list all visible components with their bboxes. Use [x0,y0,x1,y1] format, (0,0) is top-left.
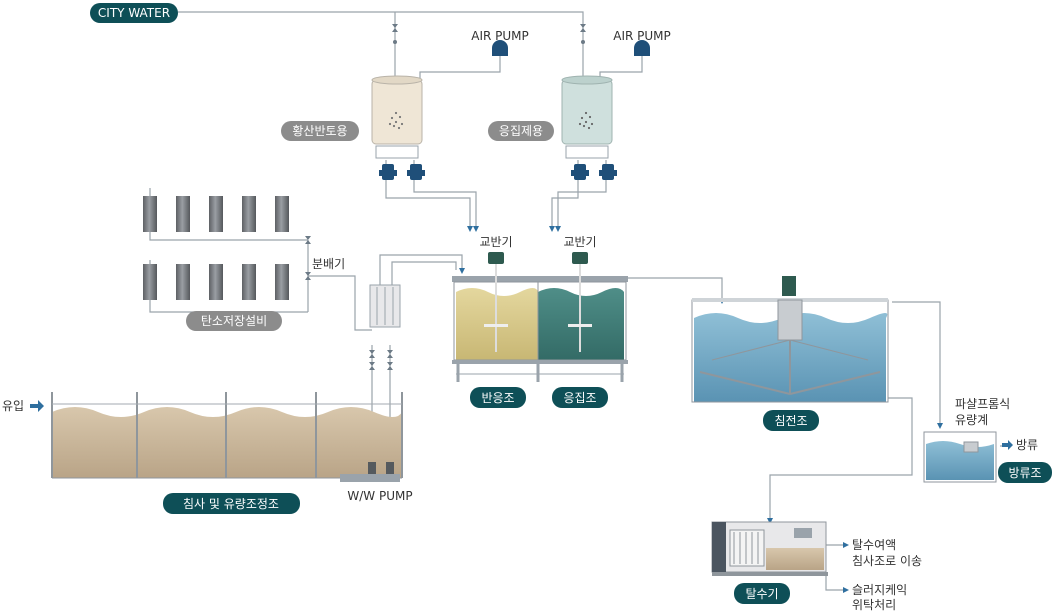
settling-tank [691,276,889,403]
dosing-pumps [379,164,617,180]
inflow-arrow [30,400,44,412]
reaction-tank-text: 반응조 [481,391,514,405]
parshall-label-2: 유량계 [955,413,988,427]
sed-equalization-text: 침사 및 유량조정조 [183,497,279,511]
alum-badge: 황산반토용 [281,121,359,141]
coagulant-badge: 응집제용 [488,121,554,141]
dehydrator-text: 탈수기 [745,587,778,601]
air-pump-1 [492,40,508,56]
carbon-storage-badge: 탄소저장설비 [186,311,282,331]
sludge-label-2: 위탁처리 [852,598,896,612]
air-pump-label-2: AIR PUMP [613,29,671,43]
settling-tank-text: 침전조 [774,414,807,428]
discharge-tank [923,431,997,483]
filtrate-label-1: 탈수여액 [852,538,896,552]
dehydrator-badge: 탈수기 [734,583,790,604]
filtrate-label-2: 침사조로 이송 [852,554,922,568]
reaction-tank-badge: 반응조 [470,387,526,408]
sludge-label-1: 슬러지케익 [852,583,907,597]
air-pump-2 [634,40,650,56]
discharge-label: 방류 [1016,438,1038,452]
inflow-label: 유입 [2,399,24,413]
chemical-tank-alum [371,75,423,159]
dehydrator-machine [711,521,828,576]
carbon-storage-cylinders [143,196,289,300]
carbon-storage-text: 탄소저장설비 [201,314,267,328]
ww-pump-label: W/W PUMP [347,489,412,503]
mixer-label-2: 교반기 [563,235,596,249]
coag-tank-badge: 응집조 [552,387,608,408]
sed-equalization-tank [51,392,403,482]
air-pump-label-1: AIR PUMP [471,29,529,43]
alum-badge-text: 황산반토용 [292,124,347,138]
city-water-text: CITY WATER [98,6,170,20]
parshall-label-1: 파샬프롬식 [955,397,1010,411]
coag-tank-text: 응집조 [563,391,596,405]
distributor-label: 분배기 [312,257,345,271]
city-water-badge: CITY WATER [90,3,178,23]
sed-equalization-badge: 침사 및 유량조정조 [163,493,300,514]
mixer-label-1: 교반기 [479,235,512,249]
chemical-tank-coagulant [561,75,613,159]
discharge-tank-badge: 방류조 [998,462,1052,483]
valves [305,24,586,370]
settling-tank-badge: 침전조 [763,410,819,431]
distributor-filter [369,284,401,328]
discharge-arrow [1002,440,1013,450]
discharge-tank-text: 방류조 [1008,466,1041,480]
coagulant-badge-text: 응집제용 [499,124,543,138]
reaction-coag-tanks [452,252,628,382]
flow-arrows [459,226,943,593]
text-labels: AIR PUMP AIR PUMP 교반기 교반기 분배기 유입 W/W PUM… [2,29,1038,612]
